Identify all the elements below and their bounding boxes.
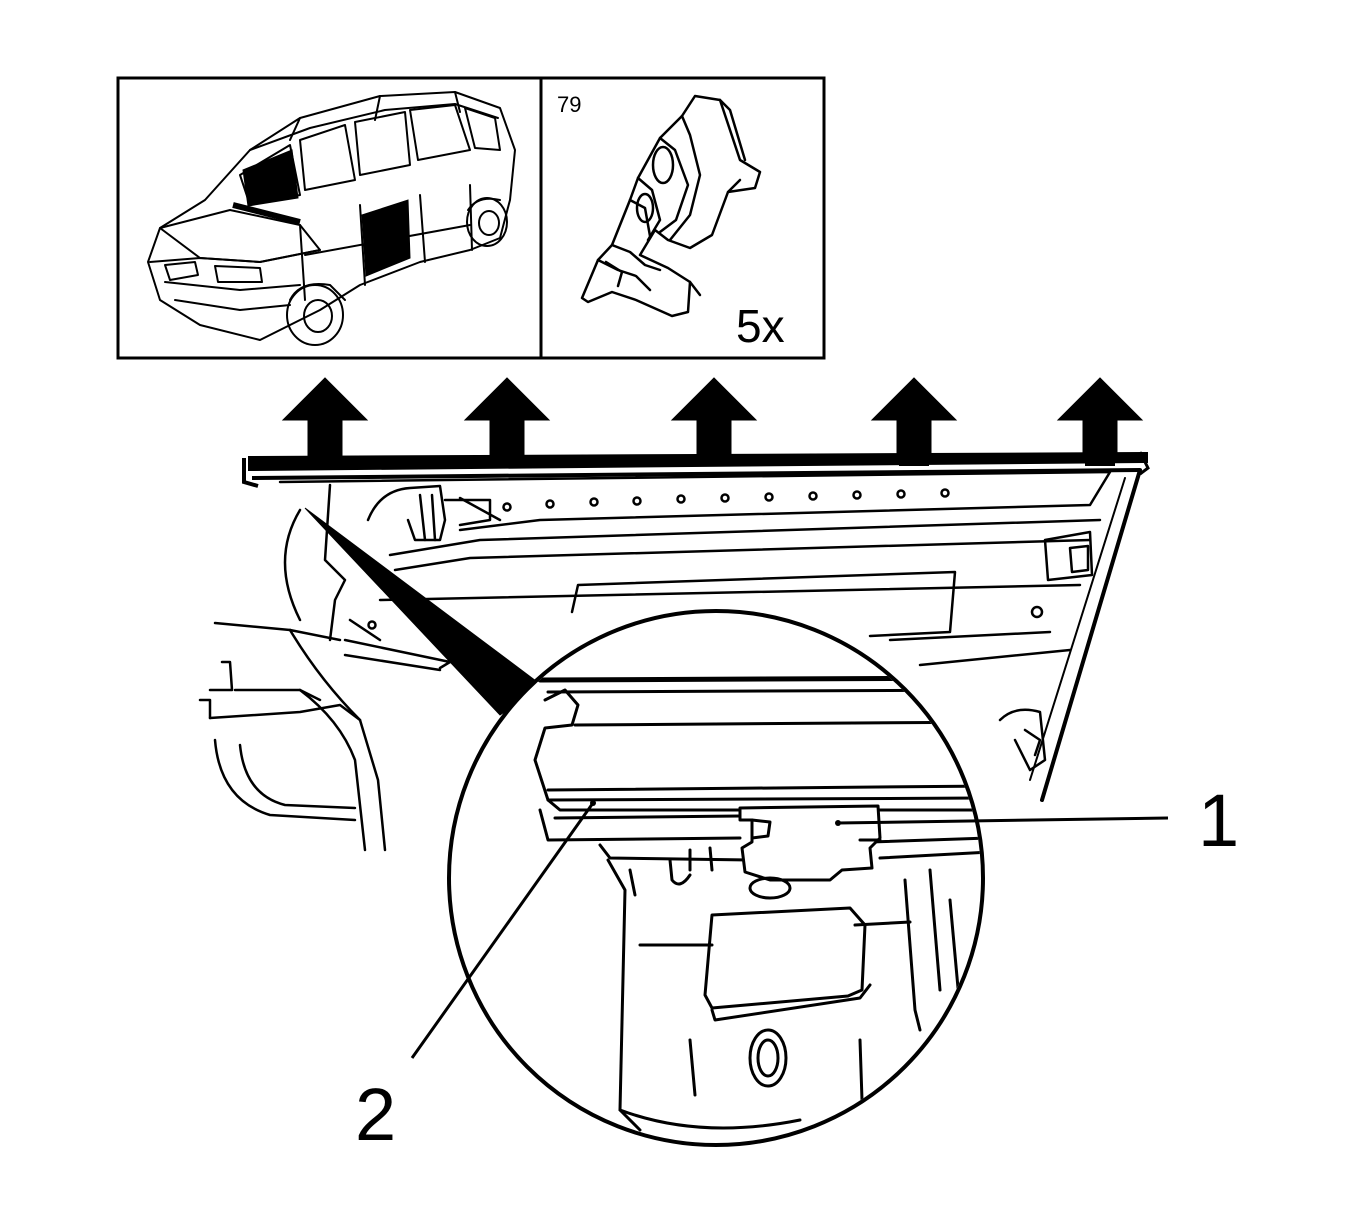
callout-1: 1 bbox=[835, 779, 1239, 862]
callout-2: 2 bbox=[355, 800, 596, 1156]
arrow-up-icon bbox=[281, 377, 369, 463]
vehicle-overview-icon bbox=[147, 91, 516, 346]
highlight-front-window-area bbox=[242, 149, 299, 207]
detail-magnifier bbox=[447, 609, 985, 1147]
retaining-clip-icon bbox=[580, 94, 762, 318]
door-weatherstrip bbox=[242, 450, 1150, 488]
removal-direction-arrows bbox=[281, 377, 1144, 463]
svg-text:1: 1 bbox=[1198, 779, 1239, 862]
arrow-up-icon bbox=[670, 377, 758, 463]
arrow-up-icon bbox=[1056, 377, 1144, 463]
arrow-up-icon bbox=[870, 377, 958, 463]
inset-part-panel: 79 5x bbox=[539, 76, 826, 360]
highlight-front-door-area bbox=[361, 199, 411, 277]
part-number-label: 79 bbox=[557, 92, 581, 117]
arrow-up-icon bbox=[463, 377, 551, 463]
part-quantity-label: 5x bbox=[736, 300, 785, 352]
svg-text:2: 2 bbox=[355, 1073, 396, 1156]
inset-vehicle-panel bbox=[116, 76, 543, 360]
door-panel bbox=[198, 468, 1142, 852]
